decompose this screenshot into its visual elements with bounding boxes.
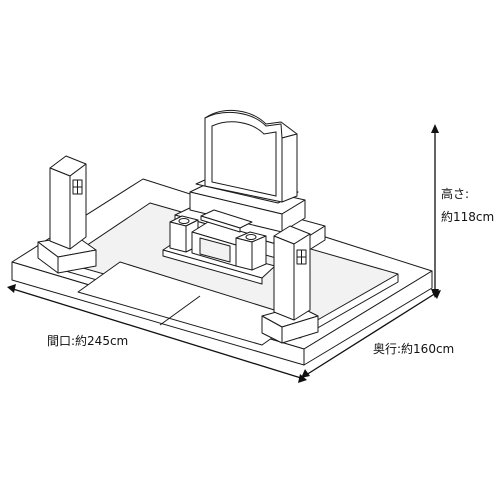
height-label-title: 高さ: — [441, 187, 470, 201]
depth-label: 奥行:約160cm — [373, 342, 455, 356]
height-label-value: 約118cm — [441, 210, 495, 224]
altar — [162, 209, 276, 285]
width-dimension-arrow — [7, 284, 307, 383]
right-lantern — [261, 225, 319, 344]
depth-dimension-arrow — [301, 290, 441, 378]
tombstone — [204, 110, 298, 203]
width-label: 間口:約245cm — [47, 334, 129, 348]
left-lantern — [37, 155, 97, 274]
